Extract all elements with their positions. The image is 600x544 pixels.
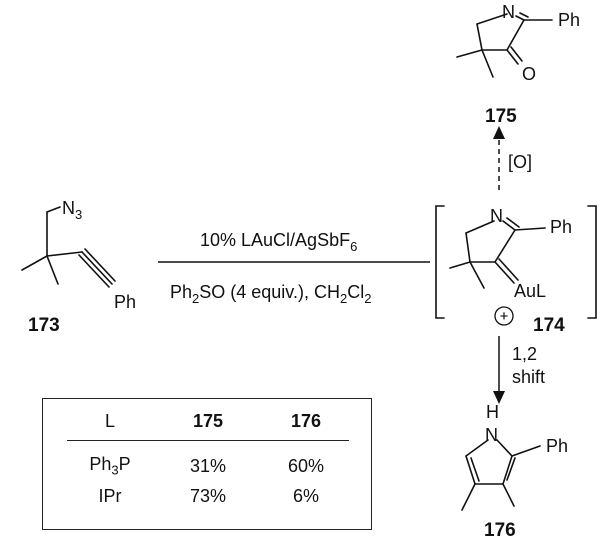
ligand-cell: Ph3P bbox=[89, 454, 131, 478]
compound-173: N3 Ph 173 bbox=[21, 198, 136, 336]
phenyl-label-174: Ph bbox=[550, 217, 572, 237]
shift-label-2: shift bbox=[512, 367, 545, 387]
hydrogen-label-176: H bbox=[486, 402, 499, 422]
yield-176-cell: 6% bbox=[292, 485, 319, 506]
phenyl-label-176: Ph bbox=[546, 436, 568, 456]
table-row: Ph3P 31% 60% bbox=[67, 441, 349, 480]
compound-number-175: 175 bbox=[485, 106, 517, 127]
ligand-cell: IPr bbox=[98, 485, 122, 506]
yield-176-cell: 60% bbox=[287, 455, 325, 476]
compound-number-174: 174 bbox=[533, 315, 565, 336]
shift-arrow: 1,2 shift bbox=[493, 336, 545, 404]
oxidant-conditions: Ph2SO (4 equiv.), CH2Cl2 bbox=[170, 282, 371, 306]
charge-sign: + bbox=[500, 308, 509, 325]
right-bracket bbox=[587, 205, 597, 319]
reaction-arrow: 10% LAuCl/AgSbF6 Ph2SO (4 equiv.), CH2Cl… bbox=[158, 230, 430, 306]
nitrogen-label-176: N bbox=[485, 425, 498, 445]
gold-ligand-label: AuL bbox=[514, 281, 546, 301]
phenyl-label-175: Ph bbox=[558, 10, 580, 30]
phenyl-label-173: Ph bbox=[114, 292, 136, 312]
compound-174: N Ph AuL + 174 bbox=[449, 206, 572, 336]
shift-label-1: 1,2 bbox=[512, 344, 537, 364]
compound-number-173: 173 bbox=[28, 315, 60, 336]
header-ligand: L bbox=[104, 411, 115, 431]
yield-175-cell: 31% bbox=[189, 455, 227, 476]
compound-176: H N Ph 176 bbox=[461, 402, 568, 541]
yield-175-cell: 73% bbox=[189, 485, 227, 506]
header-176: 176 bbox=[290, 411, 322, 431]
oxidation-arrow: [O] bbox=[493, 126, 532, 190]
yield-table: L 175 176 Ph3P 31% 60% IPr 73% 6% bbox=[42, 398, 372, 530]
oxidation-label: [O] bbox=[508, 152, 532, 172]
table-row: IPr 73% 6% bbox=[67, 479, 349, 509]
catalyst-conditions: 10% LAuCl/AgSbF6 bbox=[200, 230, 357, 254]
positive-charge-icon bbox=[494, 306, 514, 326]
compound-175: N Ph O 175 bbox=[456, 2, 580, 127]
azide-label: N3 bbox=[62, 198, 82, 222]
compound-number-176: 176 bbox=[484, 520, 516, 541]
left-bracket bbox=[435, 205, 445, 319]
table-header-row: L 175 176 bbox=[67, 411, 349, 441]
nitrogen-label-175: N bbox=[502, 2, 515, 22]
oxygen-label-175: O bbox=[522, 64, 536, 84]
nitrogen-label-174: N bbox=[490, 206, 503, 226]
header-175: 175 bbox=[192, 411, 224, 431]
